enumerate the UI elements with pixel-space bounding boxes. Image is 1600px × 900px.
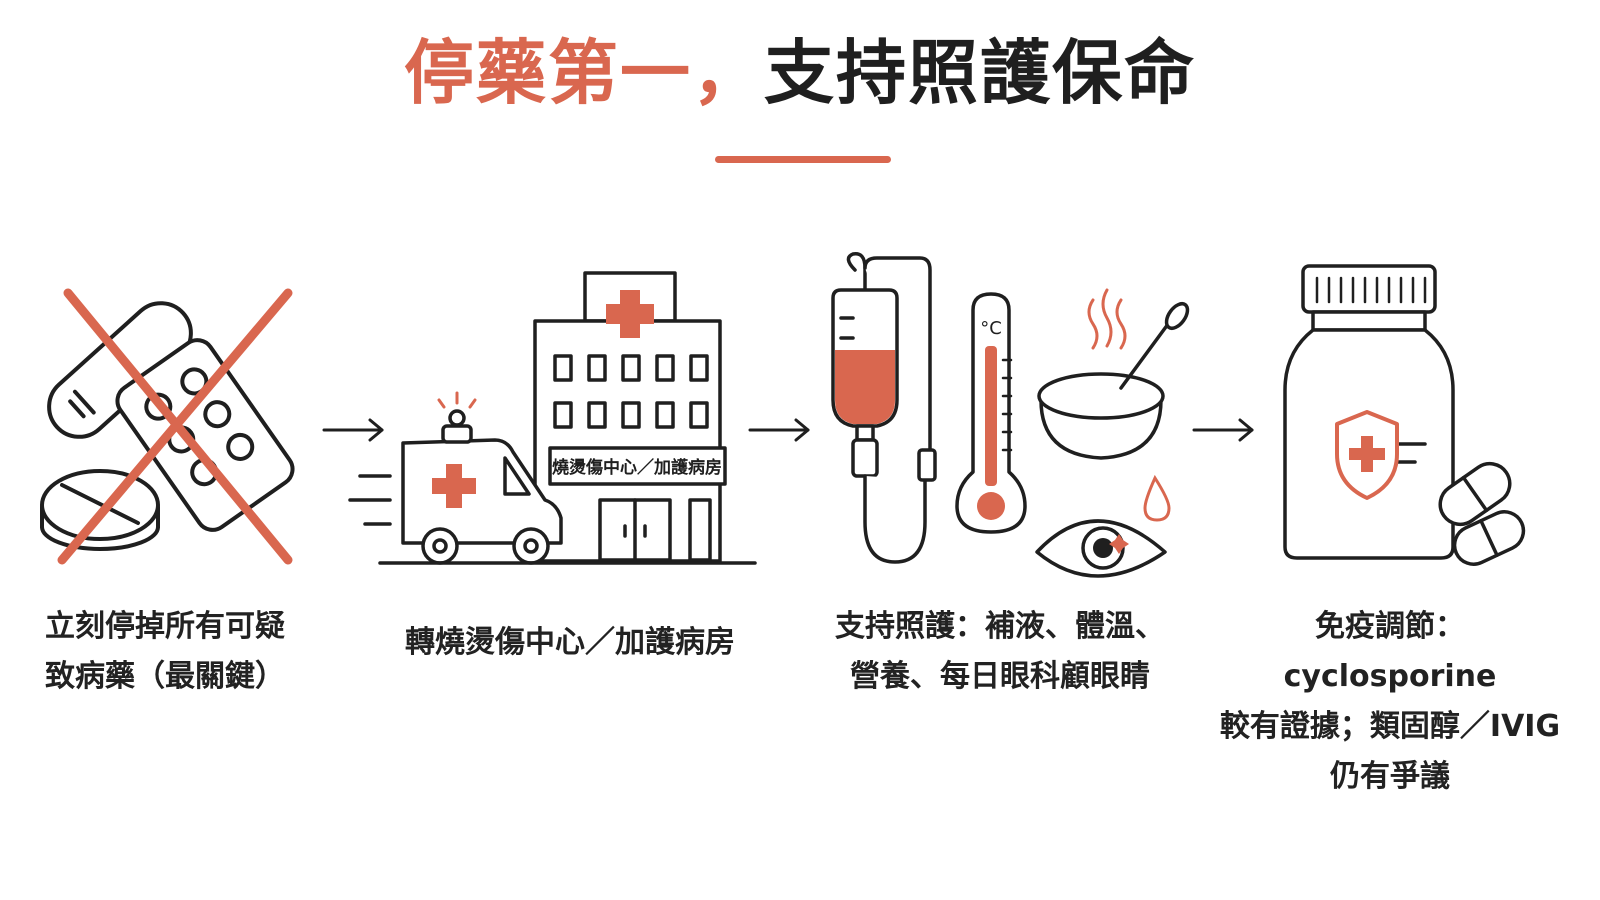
title-underline — [715, 156, 891, 163]
ambulance-hospital-icon: 燒燙傷中心／加護病房 — [348, 271, 757, 565]
iv-thermometer-bowl-eye-icon: °C — [831, 252, 1190, 578]
step-4-caption-line-3: 仍有爭議 — [1330, 759, 1450, 794]
step-3-caption: 支持照護：補液、體溫、 營養、每日眼科顧眼睛 — [815, 602, 1185, 702]
arrow-right-icon — [748, 418, 810, 442]
thermometer-unit-label: °C — [980, 318, 1002, 339]
title-accent: 停藥第一， — [404, 32, 764, 114]
crossed-out-pills-icon — [40, 288, 295, 565]
page-title: 停藥第一，支持照護保命 — [0, 28, 1600, 119]
step-1-caption-line-2: 致病藥（最關鍵） — [45, 659, 285, 694]
medicine-bottle-icon — [1283, 264, 1526, 566]
hospital-sign-text: 燒燙傷中心／加護病房 — [552, 457, 722, 478]
step-3-caption-line-2: 營養、每日眼科顧眼睛 — [850, 659, 1150, 694]
step-4-caption: 免疫調節：cyclosporine 較有證據；類固醇／IVIG 仍有爭議 — [1215, 602, 1565, 802]
step-1-caption: 立刻停掉所有可疑 致病藥（最關鍵） — [20, 602, 310, 702]
arrow-right-icon — [1192, 418, 1254, 442]
step-4-caption-line-1: 免疫調節：cyclosporine — [1283, 609, 1497, 694]
step-1-caption-line-1: 立刻停掉所有可疑 — [45, 609, 285, 644]
step-2-caption: 轉燒燙傷中心／加護病房 — [380, 618, 760, 668]
arrow-right-icon — [322, 418, 384, 442]
step-4-caption-line-2: 較有證據；類固醇／IVIG — [1219, 709, 1561, 744]
title-main: 支持照護保命 — [764, 32, 1196, 114]
step-2-caption-line-1: 轉燒燙傷中心／加護病房 — [405, 625, 735, 660]
step-3-caption-line-1: 支持照護：補液、體溫、 — [835, 609, 1165, 644]
